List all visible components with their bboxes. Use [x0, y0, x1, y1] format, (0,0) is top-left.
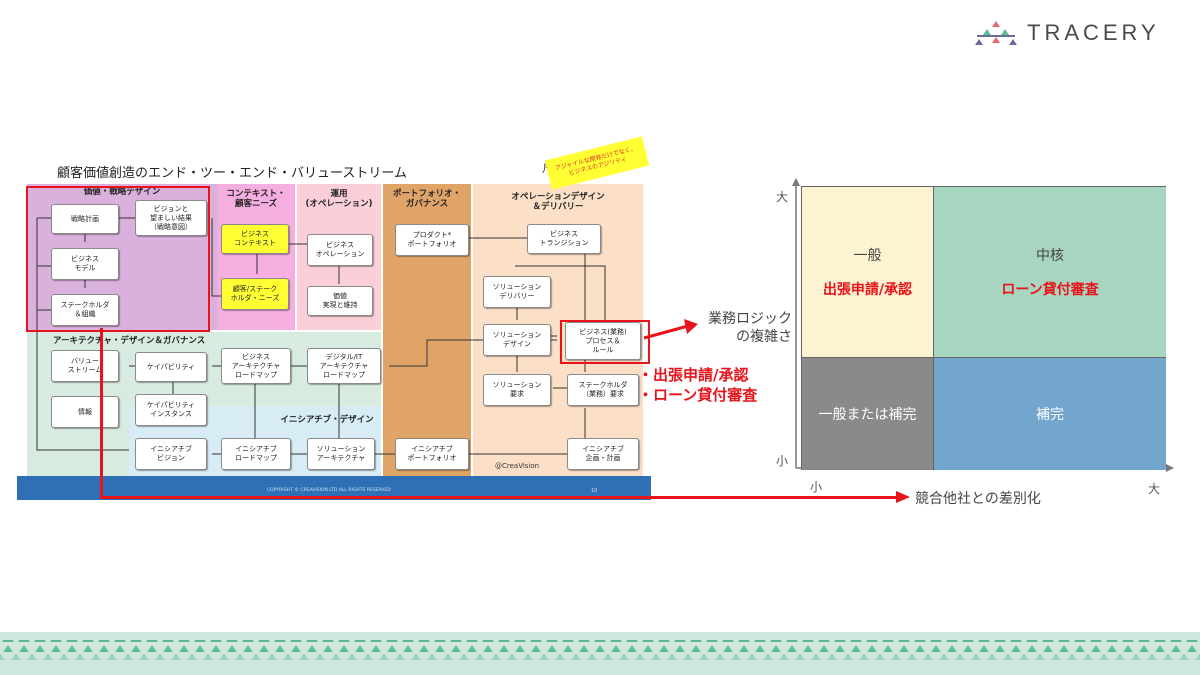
box-solution-req: ソリューション 要求 [483, 374, 551, 406]
highlight-process-frame [560, 320, 650, 364]
red-arrow-right-icon [896, 491, 910, 503]
x-axis-high: 大 [1148, 482, 1161, 496]
box-digital-arch: デジタル/IT アーキテクチャ ロードマップ [307, 348, 381, 384]
quadrant-supporting-label: 補完 [1036, 407, 1064, 423]
box-solution-arch: ソリューション アーキテクチャ [307, 438, 375, 470]
box-business-operation: ビジネス オペレーション [307, 234, 373, 266]
decorative-pattern-band [0, 632, 1200, 675]
box-value-stream: バリュー ストリーム [51, 350, 119, 382]
x-axis-label: 競合他社との差別化 [915, 491, 1041, 507]
box-solution-design: ソリューション デザイン [483, 324, 551, 356]
tracery-logo-icon [975, 21, 1017, 45]
diagram-title: 顧客価値創造のエンド・ツー・エンド・バリューストリーム [57, 166, 407, 181]
diagram-page-number: 10 [591, 488, 598, 494]
box-value-realization: 価値 実現と維持 [307, 286, 373, 316]
y-axis-high: 大 [776, 190, 789, 204]
quadrant-core: 中核 ローン貸付審査 [933, 187, 1166, 357]
quadrant-core-label: 中核 [1036, 248, 1064, 264]
annotation-item-2: ・ローン貸付審査 [638, 386, 758, 404]
box-business-arch: ビジネス アーキテクチャ ロードマップ [221, 348, 291, 384]
box-business-transition: ビジネス トランジション [527, 224, 601, 254]
quadrant-general-label: 一般 [853, 248, 882, 264]
annotation-item-1: ・出張申請/承認 [638, 366, 749, 384]
box-information: 情報 [51, 396, 119, 428]
value-stream-diagram: 顧客価値創造のエンド・ツー・エンド・バリューストリーム 凡例 価値・戦略デザイン… [17, 136, 651, 502]
quadrant-general-or-supporting: 一般または補完 [802, 357, 933, 470]
region-architecture-title: アーキテクチャ・デザイン＆ガバナンス [53, 336, 206, 346]
region-strategy-title: 価値・戦略デザイン [83, 187, 161, 197]
box-capability-instance: ケイパビリティ インスタンス [135, 394, 207, 426]
quadrant-core-item: ローン貸付審査 [1001, 282, 1099, 298]
diagram-credit: @CreaVision [495, 462, 540, 470]
matrix-grid: 一般 出張申請/承認 中核 ローン貸付審査 一般または補完 補完 [801, 186, 1166, 470]
box-product-portfolio: プロダクト* ポートフォリオ [395, 224, 469, 256]
box-customer-needs: 顧客/ステーク ホルダ・ニーズ [221, 278, 289, 310]
logo-text: TRACERY [1027, 20, 1160, 45]
region-initiative-title: イニシアチブ・デザイン [280, 415, 374, 425]
tracery-logo: TRACERY [975, 20, 1160, 46]
red-line-horizontal [100, 496, 900, 499]
box-initiative-plan: イニシアチブ 企画・計画 [567, 438, 639, 470]
diagram-copyright: COPYRIGHT © CREAVISION LTD ALL RIGHTS RE… [267, 488, 391, 493]
box-initiative-roadmap: イニシアチブ ロードマップ [221, 438, 291, 470]
y-axis-low: 小 [776, 454, 789, 468]
red-line-vertical [100, 328, 103, 499]
region-opdesign-title: オペレーションデザイン ＆デリバリー [511, 192, 605, 212]
quadrant-general-or-supporting-label: 一般または補完 [818, 407, 917, 423]
highlight-strategy-frame [26, 186, 210, 332]
box-initiative-vision: イニシアチブ ビジョン [135, 438, 207, 470]
box-business-process: ビジネス(業務) プロセス＆ ルール [565, 322, 641, 360]
y-axis-label: 業務ロジック の複雑さ [708, 311, 792, 345]
quadrant-supporting: 補完 [933, 357, 1166, 470]
box-business-context: ビジネス コンテキスト [221, 224, 289, 254]
box-stakeholder-org: ステークホルダ ＆組織 [51, 294, 119, 326]
box-strategy-plan: 戦略計画 [51, 204, 119, 234]
red-arrow-diagonal-icon [643, 319, 698, 340]
region-portfolio-title: ポートフォリオ・ ガバナンス [392, 189, 461, 209]
box-stakeholder-req: ステークホルダ （業務）要求 [567, 374, 639, 406]
quadrant-general-item: 出張申請/承認 [822, 282, 913, 298]
quadrant-general: 一般 出張申請/承認 [802, 187, 933, 357]
box-solution-delivery: ソリューション デリバリー [483, 276, 551, 308]
box-capability: ケイパビリティ [135, 352, 207, 382]
box-business-model: ビジネス モデル [51, 248, 119, 280]
box-initiative-portfolio: イニシアチブ ポートフォリオ [395, 438, 469, 470]
region-operation-title: 運用 (オペレーション) [305, 189, 373, 209]
box-vision: ビジョンと 望ましい結果 （戦略意図） [135, 200, 207, 236]
region-context-title: コンテキスト・ 顧客ニーズ [226, 189, 286, 209]
x-axis-low: 小 [810, 480, 823, 494]
